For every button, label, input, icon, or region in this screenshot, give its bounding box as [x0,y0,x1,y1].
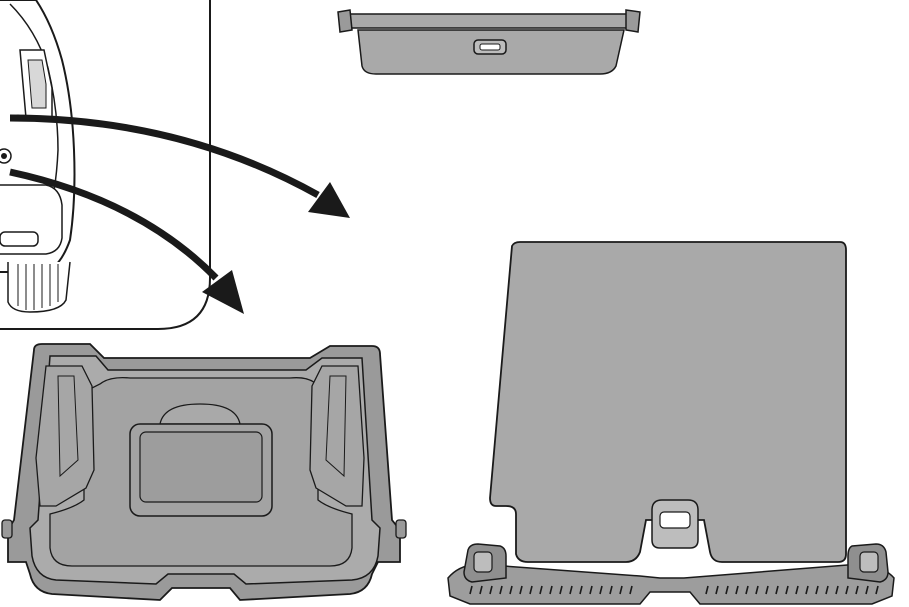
vehicle-rear-inset [0,0,210,329]
tire [8,262,70,312]
bumper-protector [448,564,894,604]
tonneau-end-cap-right [626,10,640,32]
cargo-mat [448,242,894,604]
tonneau-roller [346,14,630,28]
tonneau-cover [338,10,640,74]
cargo-tray [2,344,406,600]
arrow-head-icon [202,270,244,314]
cargo-tray-side-left [36,366,94,506]
arrow-head-icon [308,182,350,218]
bumper-slot [0,232,38,246]
cargo-tray-side-right [310,366,364,506]
tonneau-end-cap-left [338,10,352,32]
